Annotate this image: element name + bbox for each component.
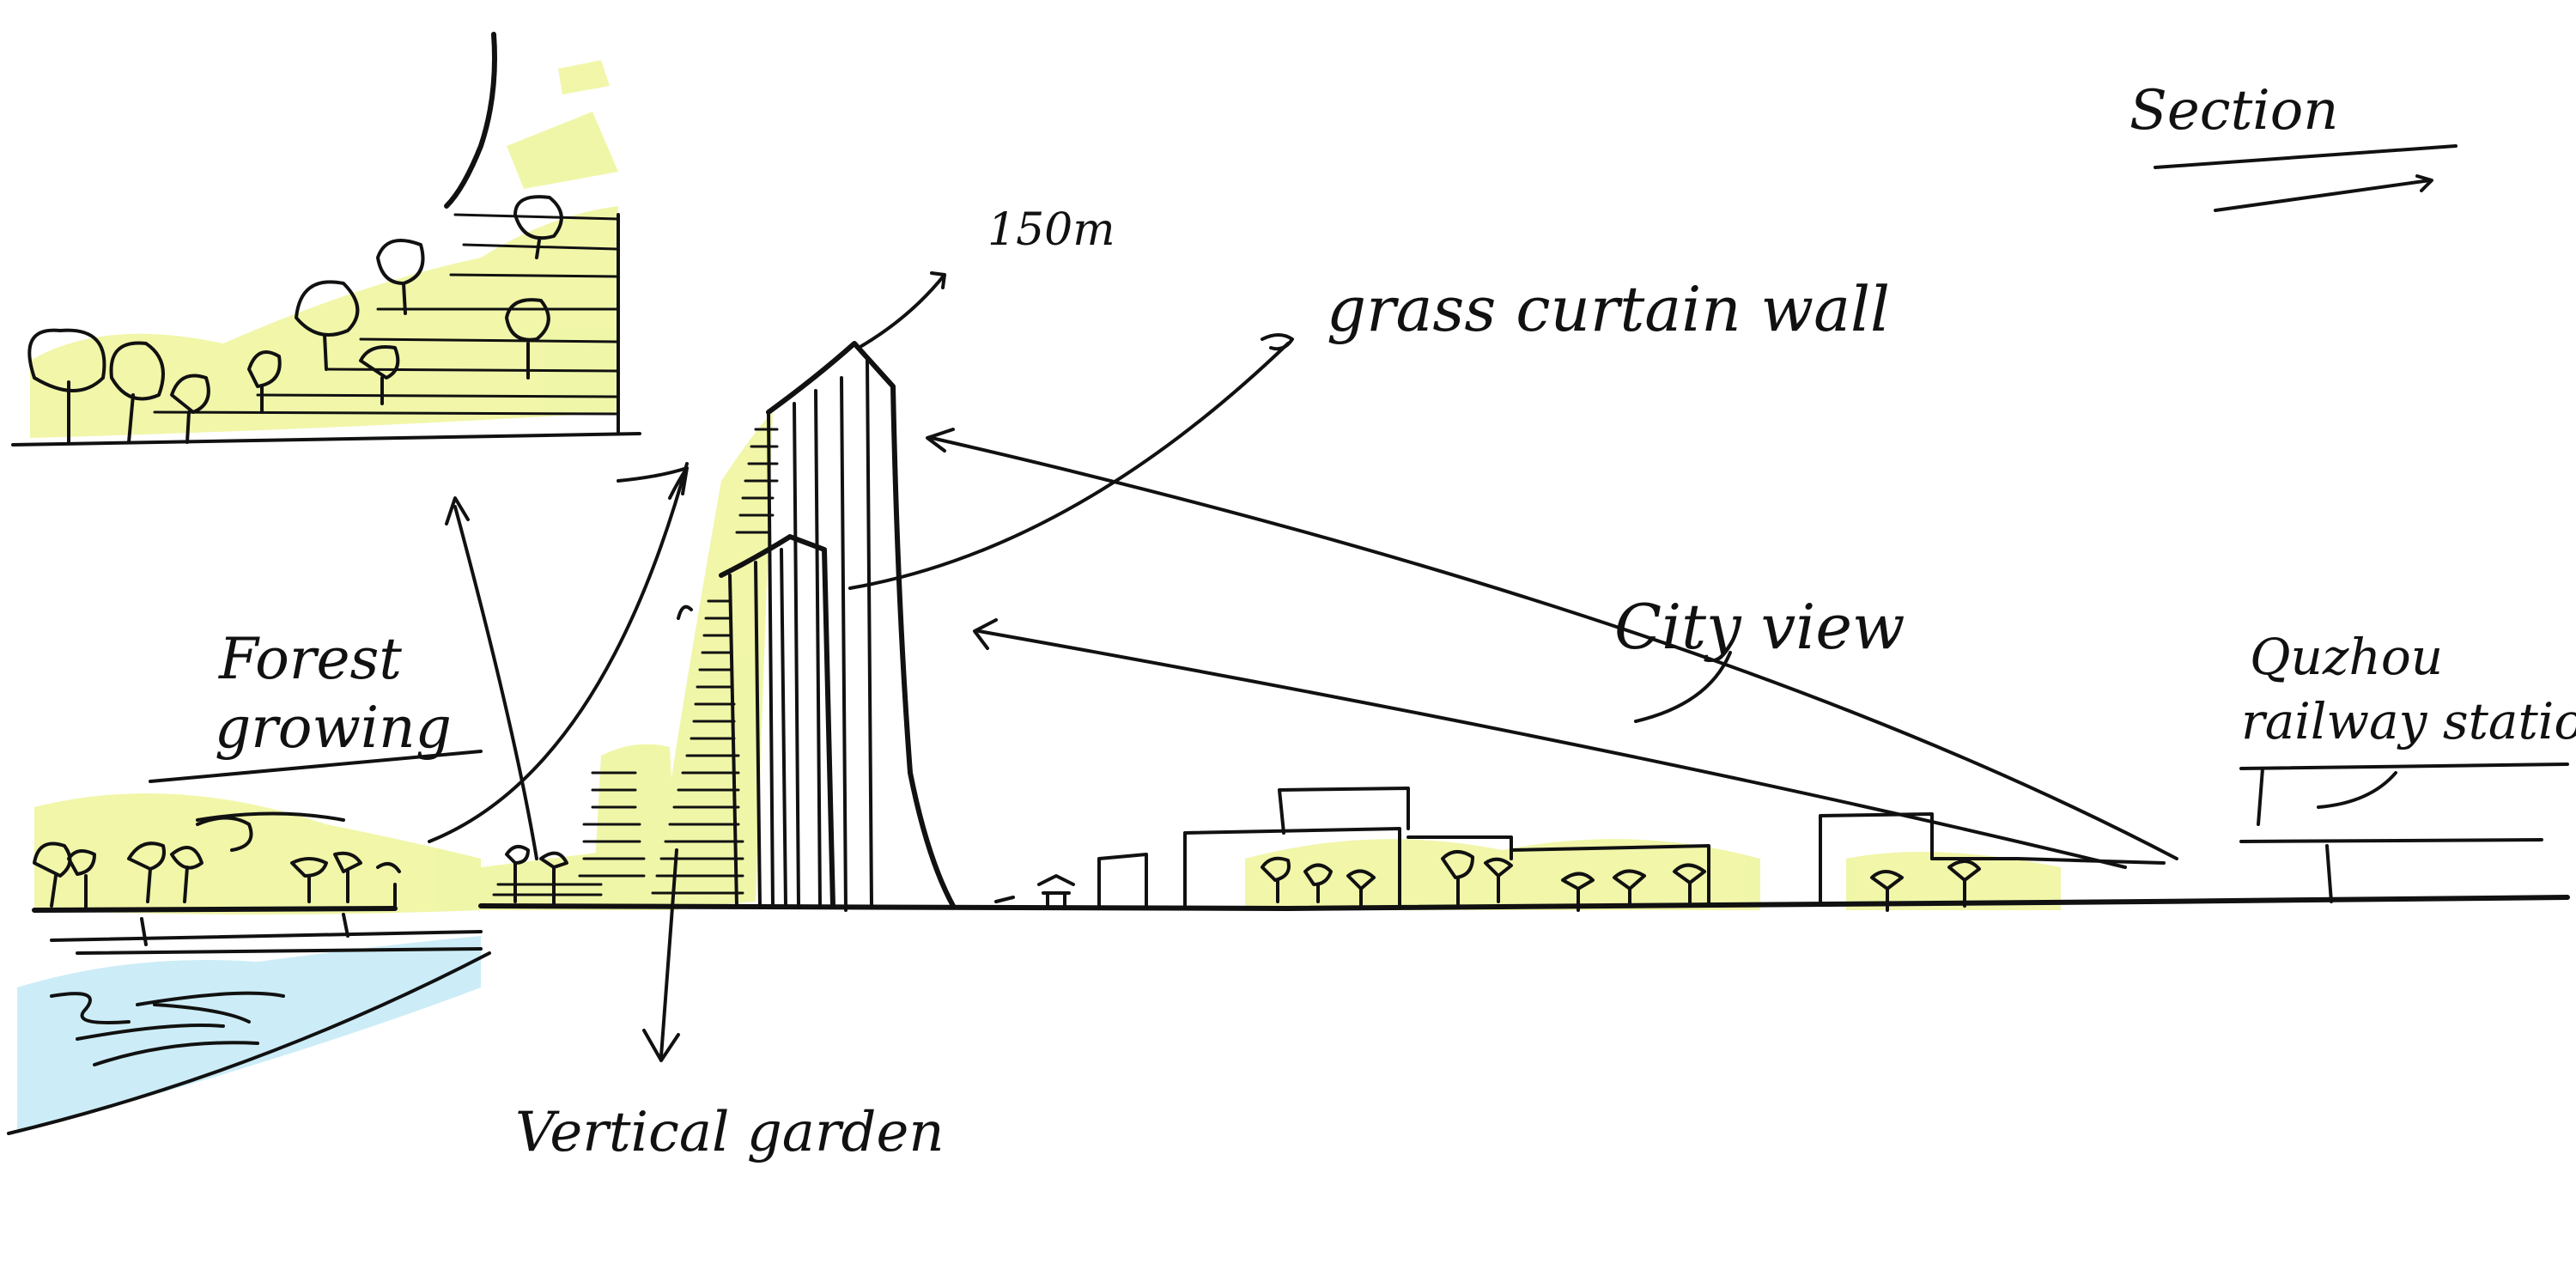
city-buildings (994, 787, 2166, 908)
vertical-garden-arrow (659, 848, 678, 1058)
height-arrow (857, 273, 946, 349)
river-waves (7, 951, 491, 1135)
city-view-line-lower (977, 629, 2127, 869)
forest-trees (33, 816, 568, 912)
height-label: 150m (987, 204, 1115, 256)
annotation-labels: Section 150m grass curtain wall Forest g… (215, 79, 2576, 1164)
vertical-garden-hatching (492, 428, 779, 896)
vertical-garden-label: Vertical garden (515, 1101, 945, 1164)
railway-label-line2: railway station (2241, 692, 2576, 750)
forest-growing-label-line2: growing (215, 695, 452, 761)
water-wash (17, 936, 481, 1133)
city-view-line-upper (930, 436, 2178, 860)
forest-growing-label-line1: Forest (218, 626, 402, 692)
city-view-label: City view (1614, 591, 1905, 663)
vegetation-wash (30, 60, 2061, 914)
city-trees (1261, 850, 1981, 912)
title-underline (2154, 144, 2458, 169)
inset-trees (27, 195, 563, 444)
inset-detail-sketch (11, 32, 641, 447)
forest-to-inset-arrow (453, 505, 538, 860)
grass-curtain-wall-label: grass curtain wall (1327, 273, 1890, 345)
tower-sketch (492, 341, 956, 912)
section-title: Section (2129, 79, 2339, 143)
railway-station-outline (2239, 762, 2569, 770)
annotation-arrows (149, 144, 2569, 1062)
railway-label-line1: Quzhou (2250, 628, 2443, 686)
ground-line (32, 895, 2570, 955)
